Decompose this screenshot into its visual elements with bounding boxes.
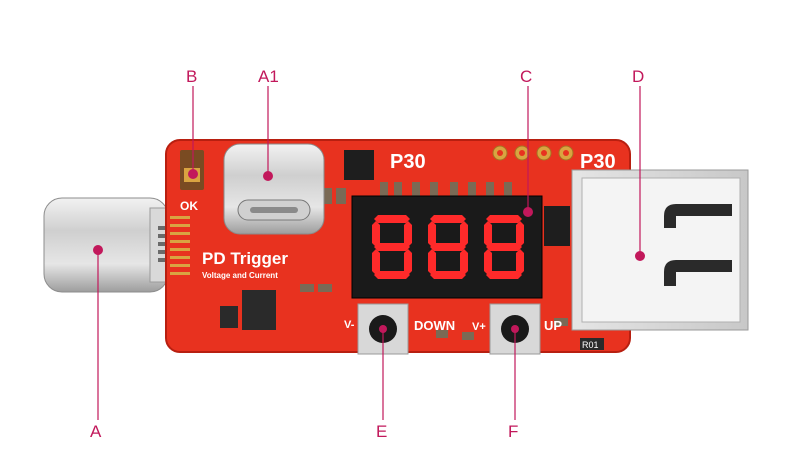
callout-d: D [632, 67, 644, 86]
callouts [97, 86, 641, 420]
led-display[interactable] [351, 195, 543, 299]
model-label-left: P30 [390, 151, 426, 173]
button-right-sign: V+ [472, 321, 486, 333]
callout-a1: A1 [258, 67, 279, 86]
model-label-right: P30 [580, 151, 616, 173]
button-left-label: DOWN [414, 318, 455, 333]
callout-b: B [186, 67, 197, 86]
resistor-code: R01 [582, 340, 599, 350]
callout-f: F [508, 422, 518, 441]
resistor-r01: R01 [580, 338, 604, 350]
usb-c-male-plug [43, 197, 177, 293]
ic-chip [344, 150, 374, 180]
callout-c: C [520, 67, 532, 86]
board-title: PD Trigger [202, 249, 288, 268]
button-right-label: UP [544, 318, 562, 333]
usb-c-female-port [223, 143, 325, 235]
ok-label: OK [180, 199, 198, 213]
button-left-sign: V- [344, 319, 355, 331]
callout-e: E [376, 422, 387, 441]
callout-a: A [90, 422, 102, 441]
board-subtitle: Voltage and Current [202, 271, 278, 280]
callout-dots [93, 169, 645, 333]
usb-a-output-port [571, 169, 749, 331]
